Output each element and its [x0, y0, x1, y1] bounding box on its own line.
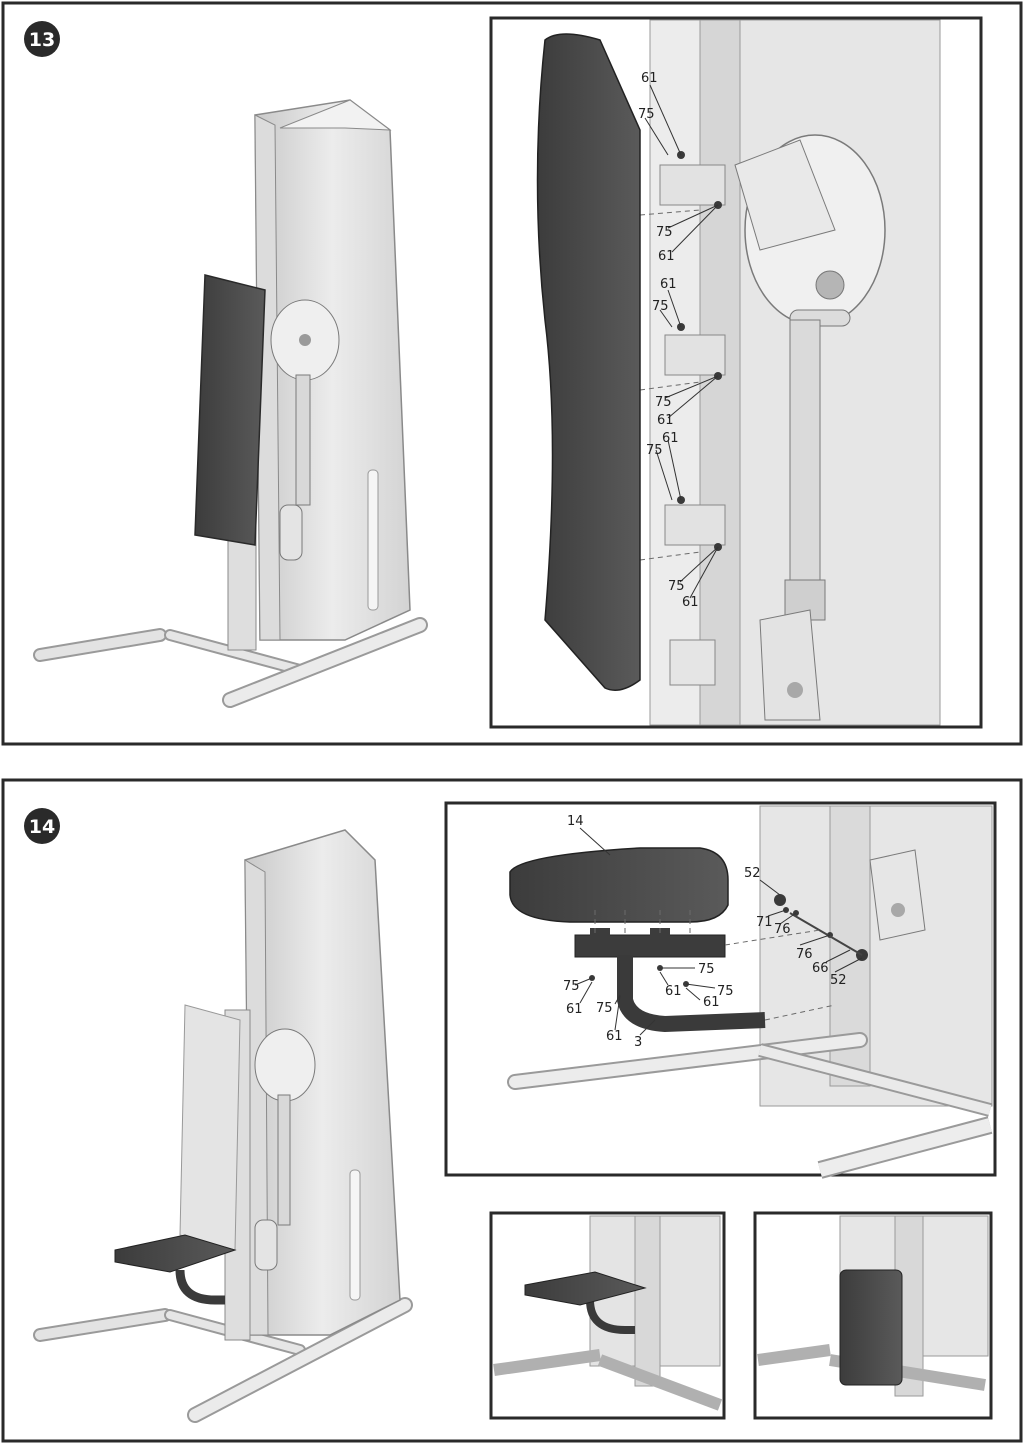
callout: 61 — [641, 71, 658, 86]
callout: 75 — [655, 395, 672, 410]
step-13-panel: 13 — [1, 1, 1023, 746]
callout: 61 — [682, 595, 699, 610]
callout: 75 — [652, 299, 669, 314]
callout: 75 — [646, 443, 663, 458]
detail-inset-14: 14 52 71 76 76 66 52 75 75 61 75 61 75 6… — [444, 801, 997, 1179]
callout: 52 — [744, 866, 761, 881]
step-14-number: 14 — [29, 816, 55, 838]
callout: 75 — [638, 107, 655, 122]
step-13-number: 13 — [29, 29, 55, 51]
callout: 71 — [756, 915, 773, 930]
inset-seat-stowed — [753, 1211, 993, 1420]
callout: 61 — [662, 431, 679, 446]
callout: 14 — [567, 814, 584, 829]
seat-pad — [509, 847, 729, 923]
callouts-14: 14 52 71 76 76 66 52 75 75 61 75 61 75 6… — [563, 814, 847, 1050]
callout: 75 — [563, 979, 580, 994]
callout: 61 — [606, 1029, 623, 1044]
step-13-badge — [24, 21, 60, 57]
step-14-panel: 14 — [1, 778, 1023, 1443]
inset-seat-installed — [489, 1211, 726, 1420]
callout: 61 — [657, 413, 674, 428]
callout: 76 — [796, 947, 813, 962]
seat-pad-stowed — [839, 1269, 903, 1386]
callout: 61 — [665, 984, 682, 999]
callout: 76 — [774, 922, 791, 937]
step-14-badge — [24, 808, 60, 844]
callouts-13: 61 75 75 61 61 75 75 61 61 75 75 61 — [638, 71, 699, 610]
callout: 75 — [668, 579, 685, 594]
callout: 66 — [812, 961, 829, 976]
machine-overview-13 — [33, 99, 428, 708]
back-pad — [536, 33, 641, 691]
callout: 75 — [717, 984, 734, 999]
callout: 75 — [596, 1001, 613, 1016]
callout: 61 — [566, 1002, 583, 1017]
callout: 61 — [703, 995, 720, 1010]
machine-overview-14 — [33, 829, 413, 1423]
callout: 61 — [658, 249, 675, 264]
detail-inset-13: 61 75 75 61 61 75 75 61 61 75 75 61 — [489, 16, 983, 729]
callout: 3 — [634, 1035, 642, 1050]
callout: 75 — [698, 962, 715, 977]
callout: 61 — [660, 277, 677, 292]
callout: 75 — [656, 225, 673, 240]
callout: 52 — [830, 973, 847, 988]
